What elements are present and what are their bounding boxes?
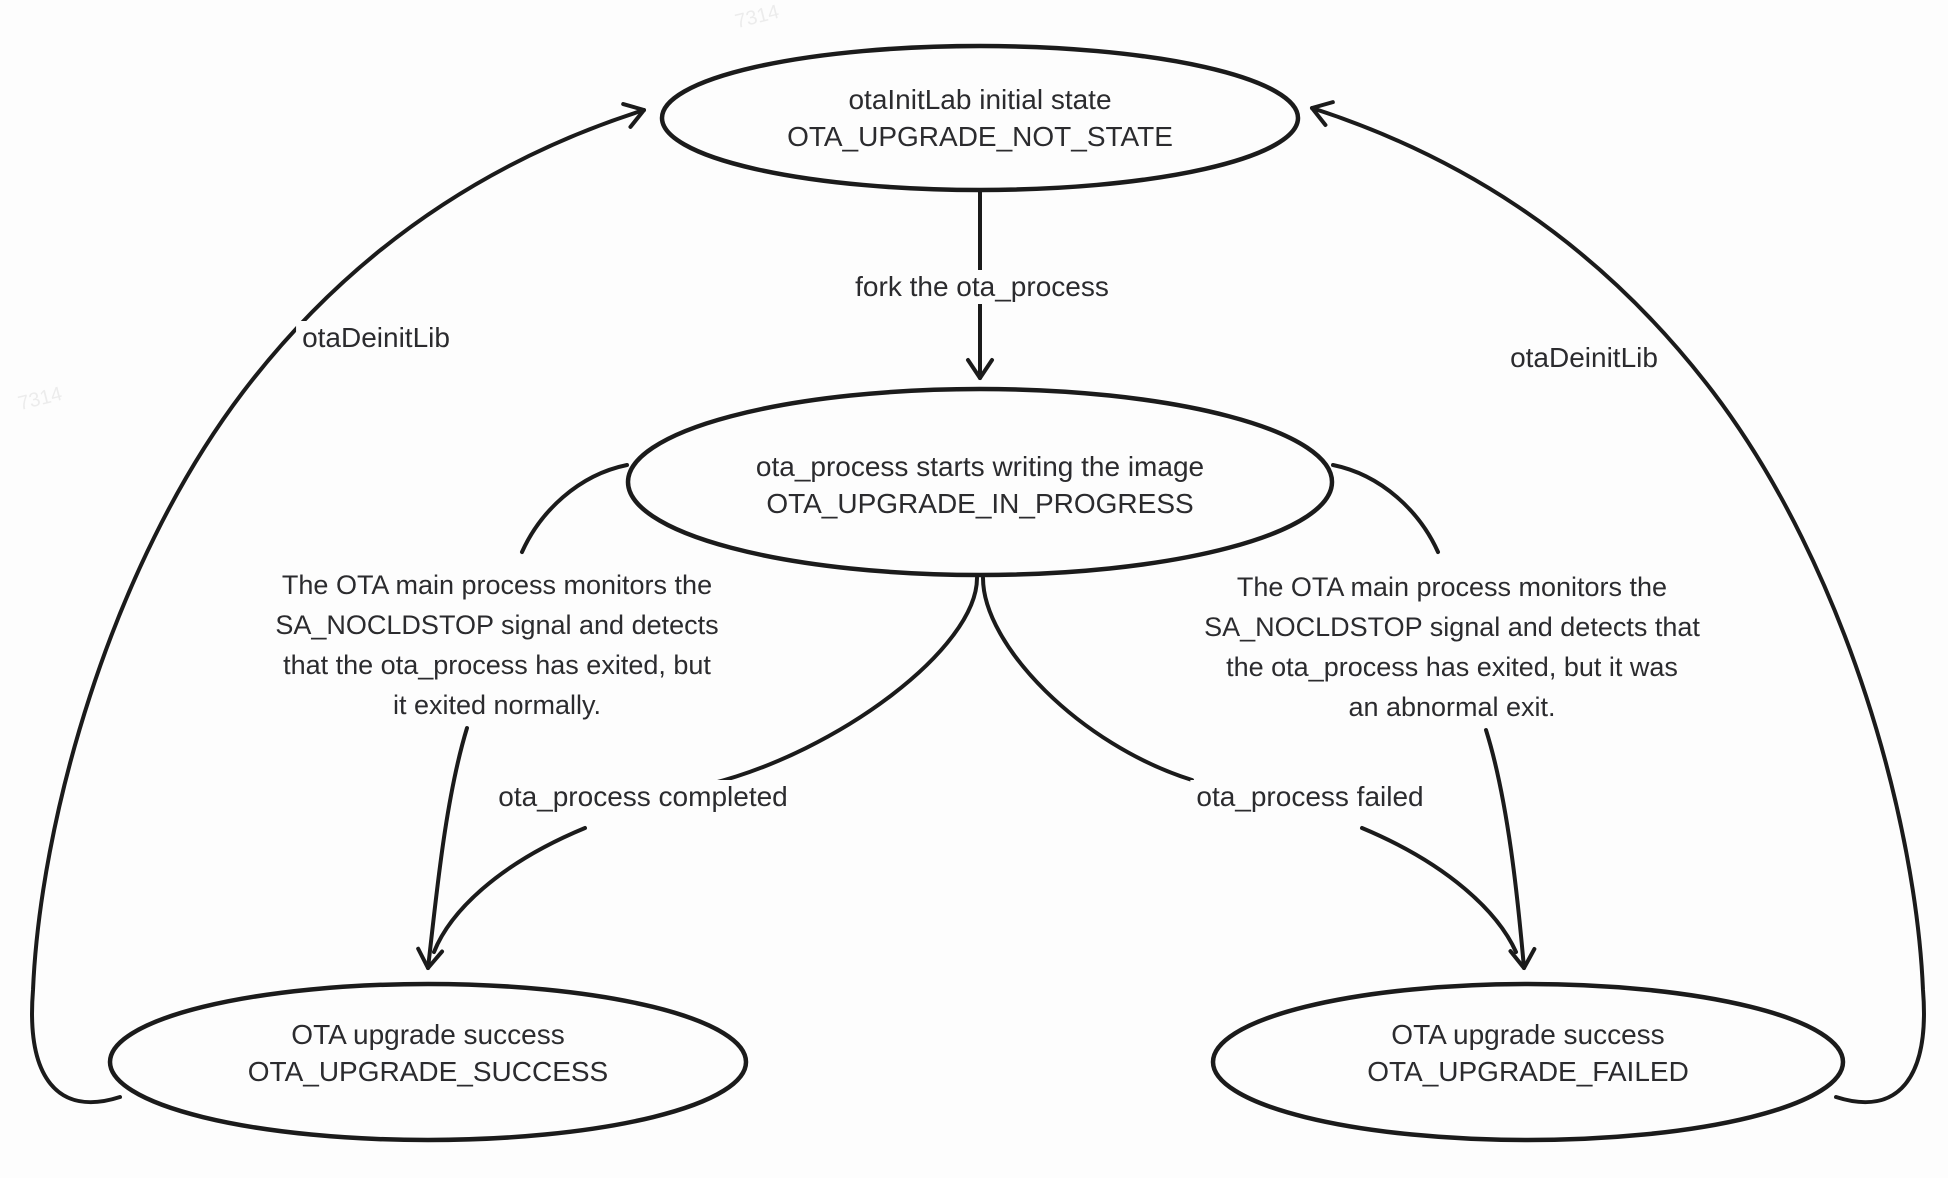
note-leader-left-path: [520, 463, 629, 554]
state-initial-line1: otaInitLab initial state: [848, 84, 1112, 115]
note-arrow-right-path: [1484, 728, 1537, 970]
state-failed-label: OTA upgrade success OTA_UPGRADE_FAILED: [1367, 1016, 1689, 1090]
state-in-progress-label: ota_process starts writing the image OTA…: [756, 448, 1204, 522]
annotation-right: The OTA main process monitors the SA_NOC…: [1204, 567, 1700, 727]
edge-failed-label: ota_process failed: [1190, 780, 1430, 814]
state-in-progress-line1: ota_process starts writing the image: [755, 451, 1205, 482]
state-success-line2: OTA_UPGRADE_SUCCESS: [247, 1056, 609, 1087]
annotation-right-line3: the ota_process has exited, but it was: [1226, 652, 1678, 682]
annotation-left-line2: SA_NOCLDSTOP signal and detects: [275, 610, 719, 640]
annotation-right-line2: SA_NOCLDSTOP signal and detects that: [1204, 612, 1700, 642]
edge-completed-label: ota_process completed: [492, 780, 794, 814]
annotation-left-line4: it exited normally.: [392, 690, 602, 720]
edge-deinit-left-label: otaDeinitLib: [296, 321, 456, 355]
note-arrow-left-path: [416, 726, 469, 970]
state-initial-ellipse: [659, 43, 1301, 193]
note-leader-right-path: [1331, 463, 1440, 554]
state-initial-line2: OTA_UPGRADE_NOT_STATE: [787, 121, 1173, 152]
state-success-ellipse: [107, 981, 749, 1143]
edge-failed-upper-path: [981, 576, 1194, 782]
edge-completed-upper-path: [708, 576, 979, 786]
annotation-right-line4: an abnormal exit.: [1348, 692, 1556, 722]
edge-completed-lower-path: [432, 826, 587, 954]
annotation-right-line1: The OTA main process monitors the: [1236, 572, 1668, 602]
edge-deinit-right-label: otaDeinitLib: [1504, 341, 1664, 375]
state-success-line1: OTA upgrade success: [291, 1019, 565, 1050]
edge-fork-label: fork the ota_process: [849, 270, 1115, 304]
annotation-left: The OTA main process monitors the SA_NOC…: [275, 565, 718, 725]
state-failed-line1: OTA upgrade success: [1391, 1019, 1665, 1050]
edge-deinit-left-path: [30, 102, 646, 1104]
state-success-label: OTA upgrade success OTA_UPGRADE_SUCCESS: [248, 1016, 608, 1090]
state-in-progress-line2: OTA_UPGRADE_IN_PROGRESS: [766, 488, 1194, 519]
edge-failed-lower-path: [1360, 826, 1518, 954]
state-in-progress-ellipse: [625, 386, 1335, 578]
edge-deinit-right-path: [1310, 100, 1926, 1104]
annotation-left-line3: that the ota_process has exited, but: [283, 650, 711, 680]
state-failed-line2: OTA_UPGRADE_FAILED: [1367, 1056, 1689, 1087]
state-failed-ellipse: [1210, 981, 1846, 1143]
state-initial-label: otaInitLab initial state OTA_UPGRADE_NOT…: [787, 81, 1173, 155]
annotation-left-line1: The OTA main process monitors the: [281, 570, 713, 600]
